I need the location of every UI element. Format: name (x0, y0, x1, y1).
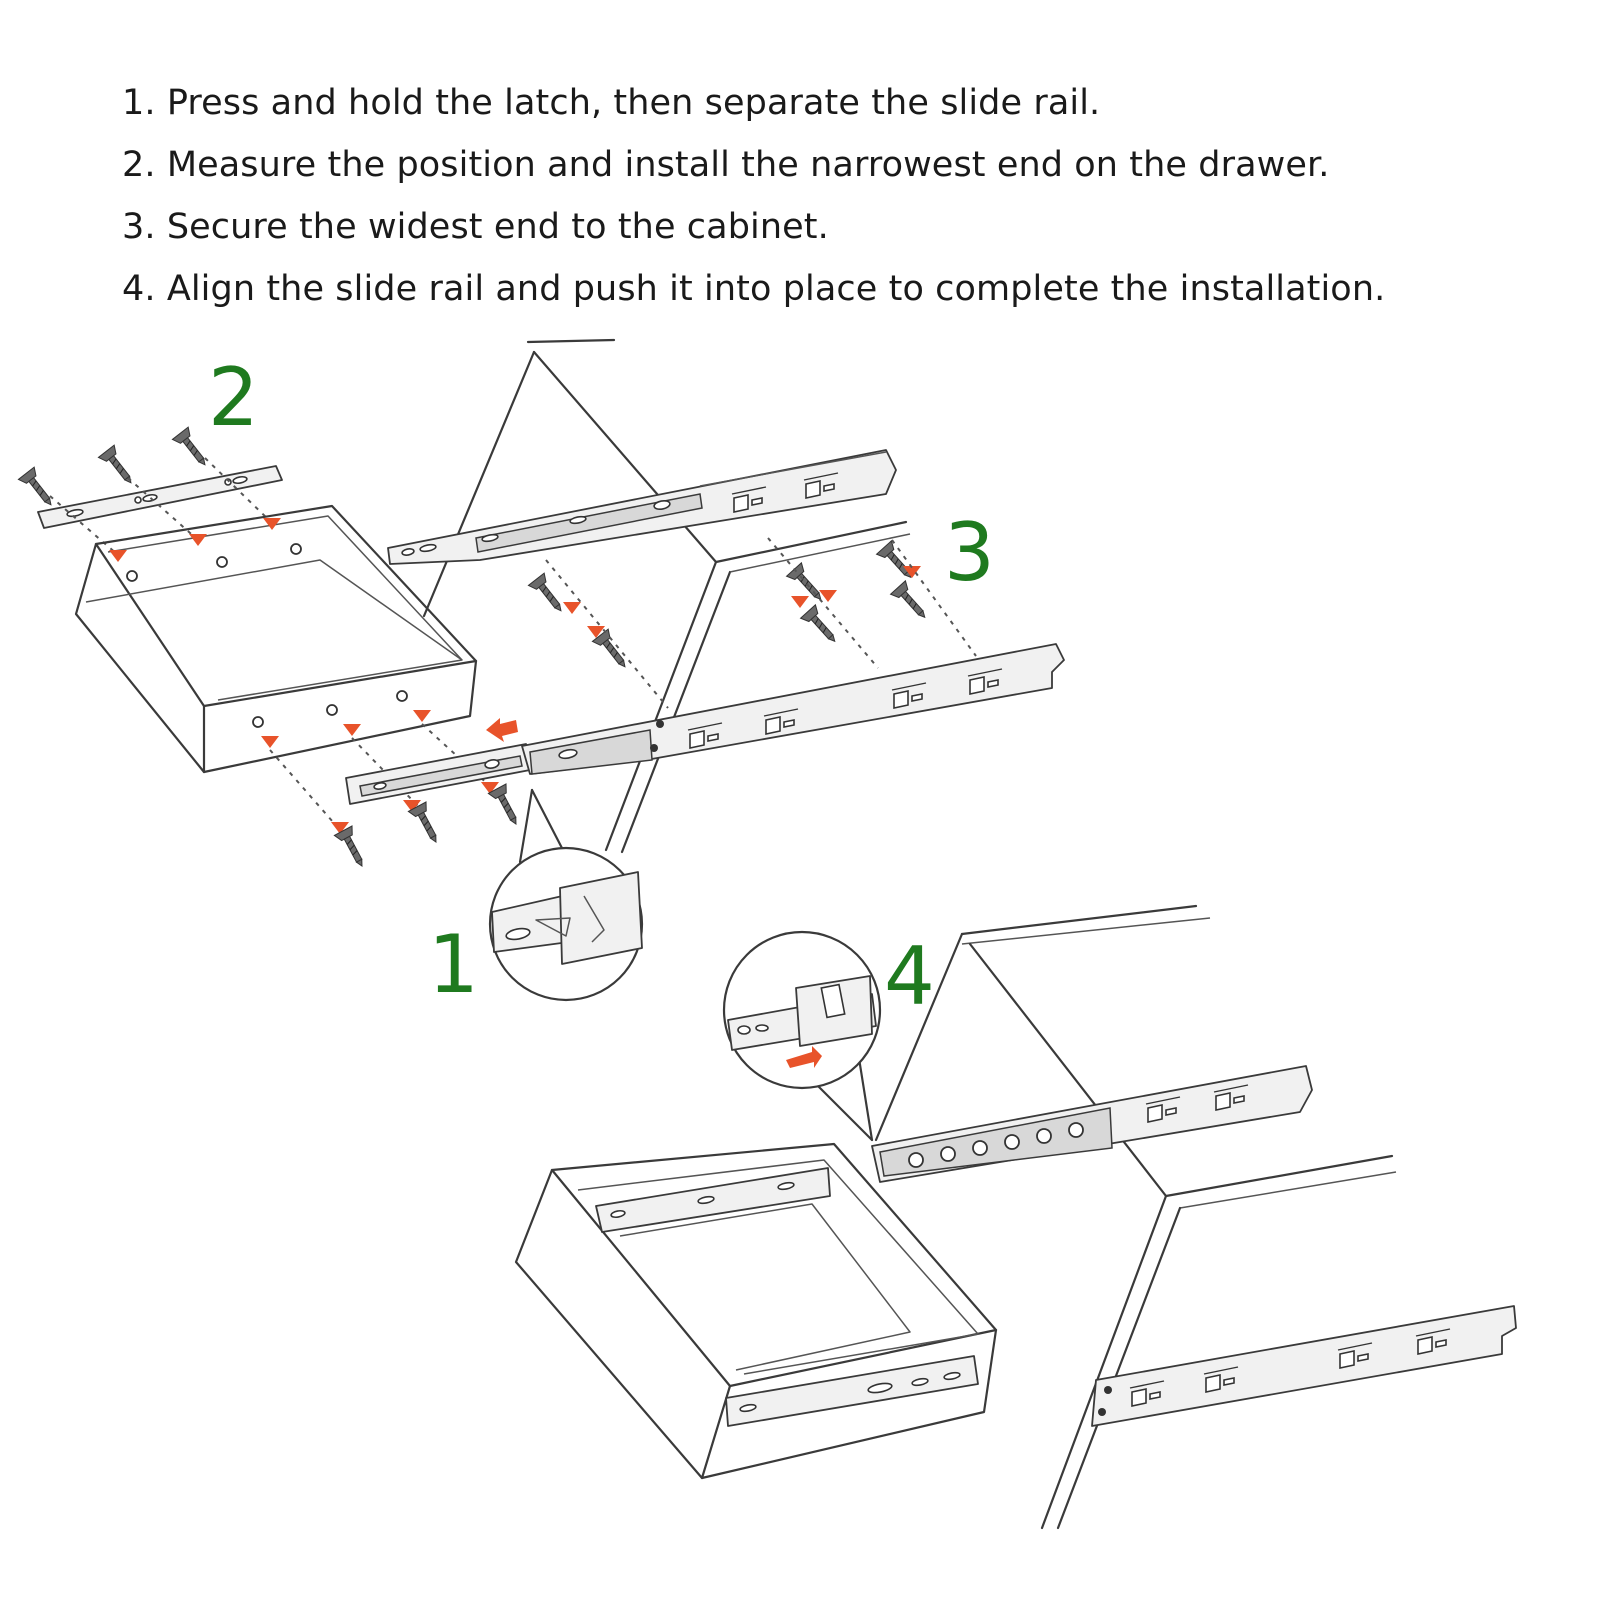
step-label-4: 4 (884, 930, 935, 1023)
step4-assembled-drawer (514, 904, 1517, 1530)
screw-icon (407, 801, 446, 848)
instruction-step-1: 1. Press and hold the latch, then separa… (122, 83, 1101, 123)
step-label-3: 3 (944, 506, 995, 599)
inner-rail (37, 465, 283, 529)
screw-icon (591, 628, 634, 674)
step-label-2: 2 (208, 351, 259, 444)
screw-icon (890, 580, 933, 625)
screw-icon (97, 444, 140, 490)
instruction-step-3: 3. Secure the widest end to the cabinet. (122, 207, 829, 247)
screw-icon (527, 572, 570, 618)
screw-icon (17, 466, 60, 512)
step-label-1: 1 (428, 918, 479, 1011)
screw-icon (171, 426, 214, 472)
screw-icon (487, 783, 526, 830)
step3-cabinet-assembly (387, 338, 1065, 854)
screw-icon (333, 825, 372, 872)
drawer-top-rim (94, 504, 478, 708)
arrow-icon (786, 1046, 822, 1068)
instruction-list: 1. Press and hold the latch, then separa… (122, 72, 1385, 320)
instruction-step-2: 2. Measure the position and install the … (122, 145, 1330, 185)
arrow-icon (486, 718, 518, 742)
screw-icon (800, 604, 843, 649)
step2-drawer-assembly (17, 426, 531, 872)
step1-latch-detail (488, 788, 644, 1002)
step4-lower-rail (1091, 1305, 1517, 1427)
instruction-step-4: 4. Align the slide rail and push it into… (122, 269, 1386, 309)
